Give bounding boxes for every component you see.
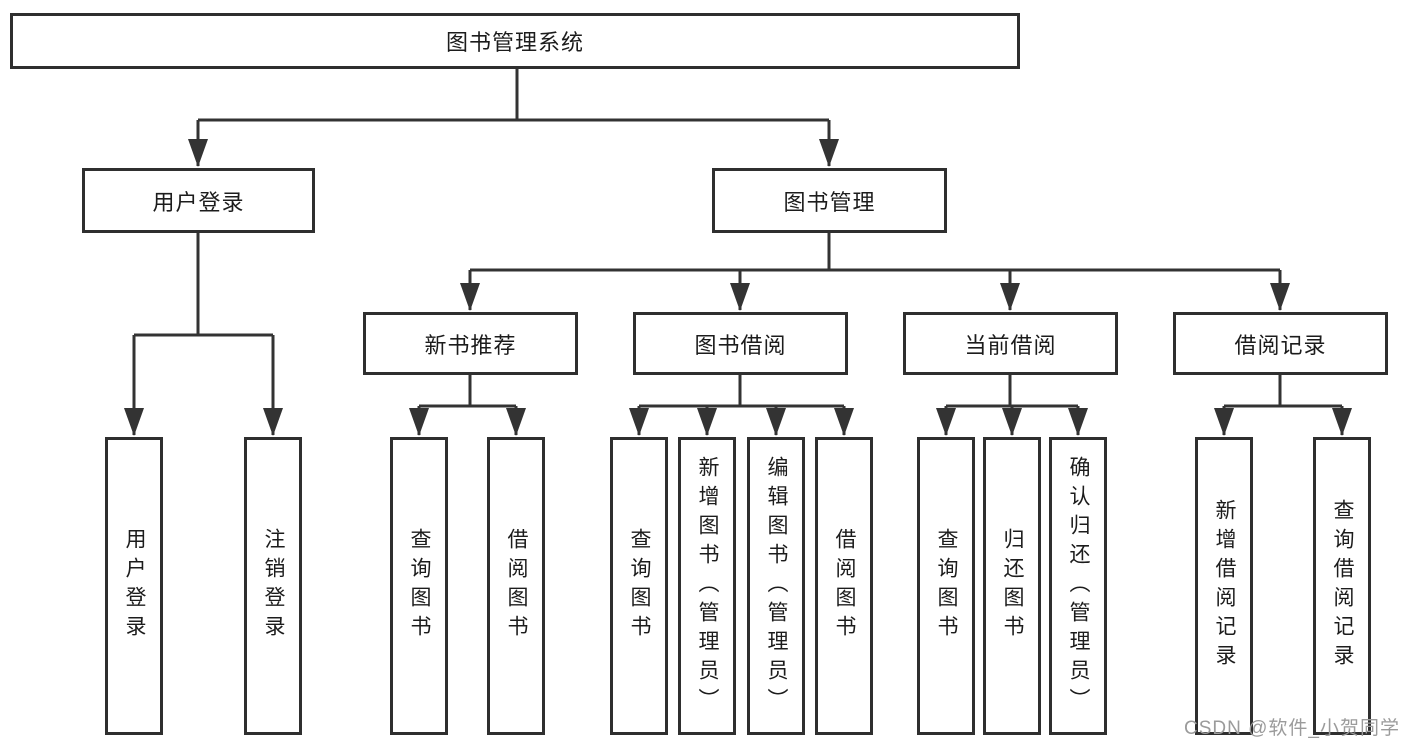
- leaf-return-books: 归还图书: [983, 437, 1041, 735]
- edge-book-mgmt-to-level3: [460, 233, 1290, 311]
- leaf-edit-books-admin: 编辑图书（管理员）: [747, 437, 805, 735]
- leaf-query-books-current: 查询图书: [917, 437, 975, 735]
- node-user-login: 用户登录: [82, 168, 315, 233]
- node-new-book-recommendation: 新书推荐: [363, 312, 578, 375]
- leaf-add-books-admin: 新增图书（管理员）: [678, 437, 736, 735]
- leaf-confirm-return-admin: 确认归还（管理员）: [1049, 437, 1107, 735]
- leaf-add-borrow-record: 新增借阅记录: [1195, 437, 1253, 735]
- node-current-borrowing: 当前借阅: [903, 312, 1118, 375]
- edge-book-borrow-to-leaves: [629, 375, 854, 436]
- csdn-watermark: CSDN @软件_小贺同学: [1184, 718, 1400, 739]
- edge-root-to-level2: [188, 68, 839, 167]
- leaf-query-borrow-record: 查询借阅记录: [1313, 437, 1371, 735]
- leaf-borrow-books: 借阅图书: [815, 437, 873, 735]
- node-book-management: 图书管理: [712, 168, 947, 233]
- node-library-management-system: 图书管理系统: [10, 13, 1020, 69]
- node-book-borrowing: 图书借阅: [633, 312, 848, 375]
- leaf-borrow-books-recommend: 借阅图书: [487, 437, 545, 735]
- edge-new-book-rec-to-leaves: [409, 375, 526, 436]
- leaf-query-books-recommend: 查询图书: [390, 437, 448, 735]
- node-borrow-records: 借阅记录: [1173, 312, 1388, 375]
- edge-user-login-to-leaves: [124, 233, 283, 436]
- edge-current-borrow-to-leaves: [936, 375, 1088, 436]
- leaf-user-login: 用户登录: [105, 437, 163, 735]
- edge-borrow-records-to-leaves: [1214, 375, 1352, 436]
- leaf-logout: 注销登录: [244, 437, 302, 735]
- leaf-query-books-borrow: 查询图书: [610, 437, 668, 735]
